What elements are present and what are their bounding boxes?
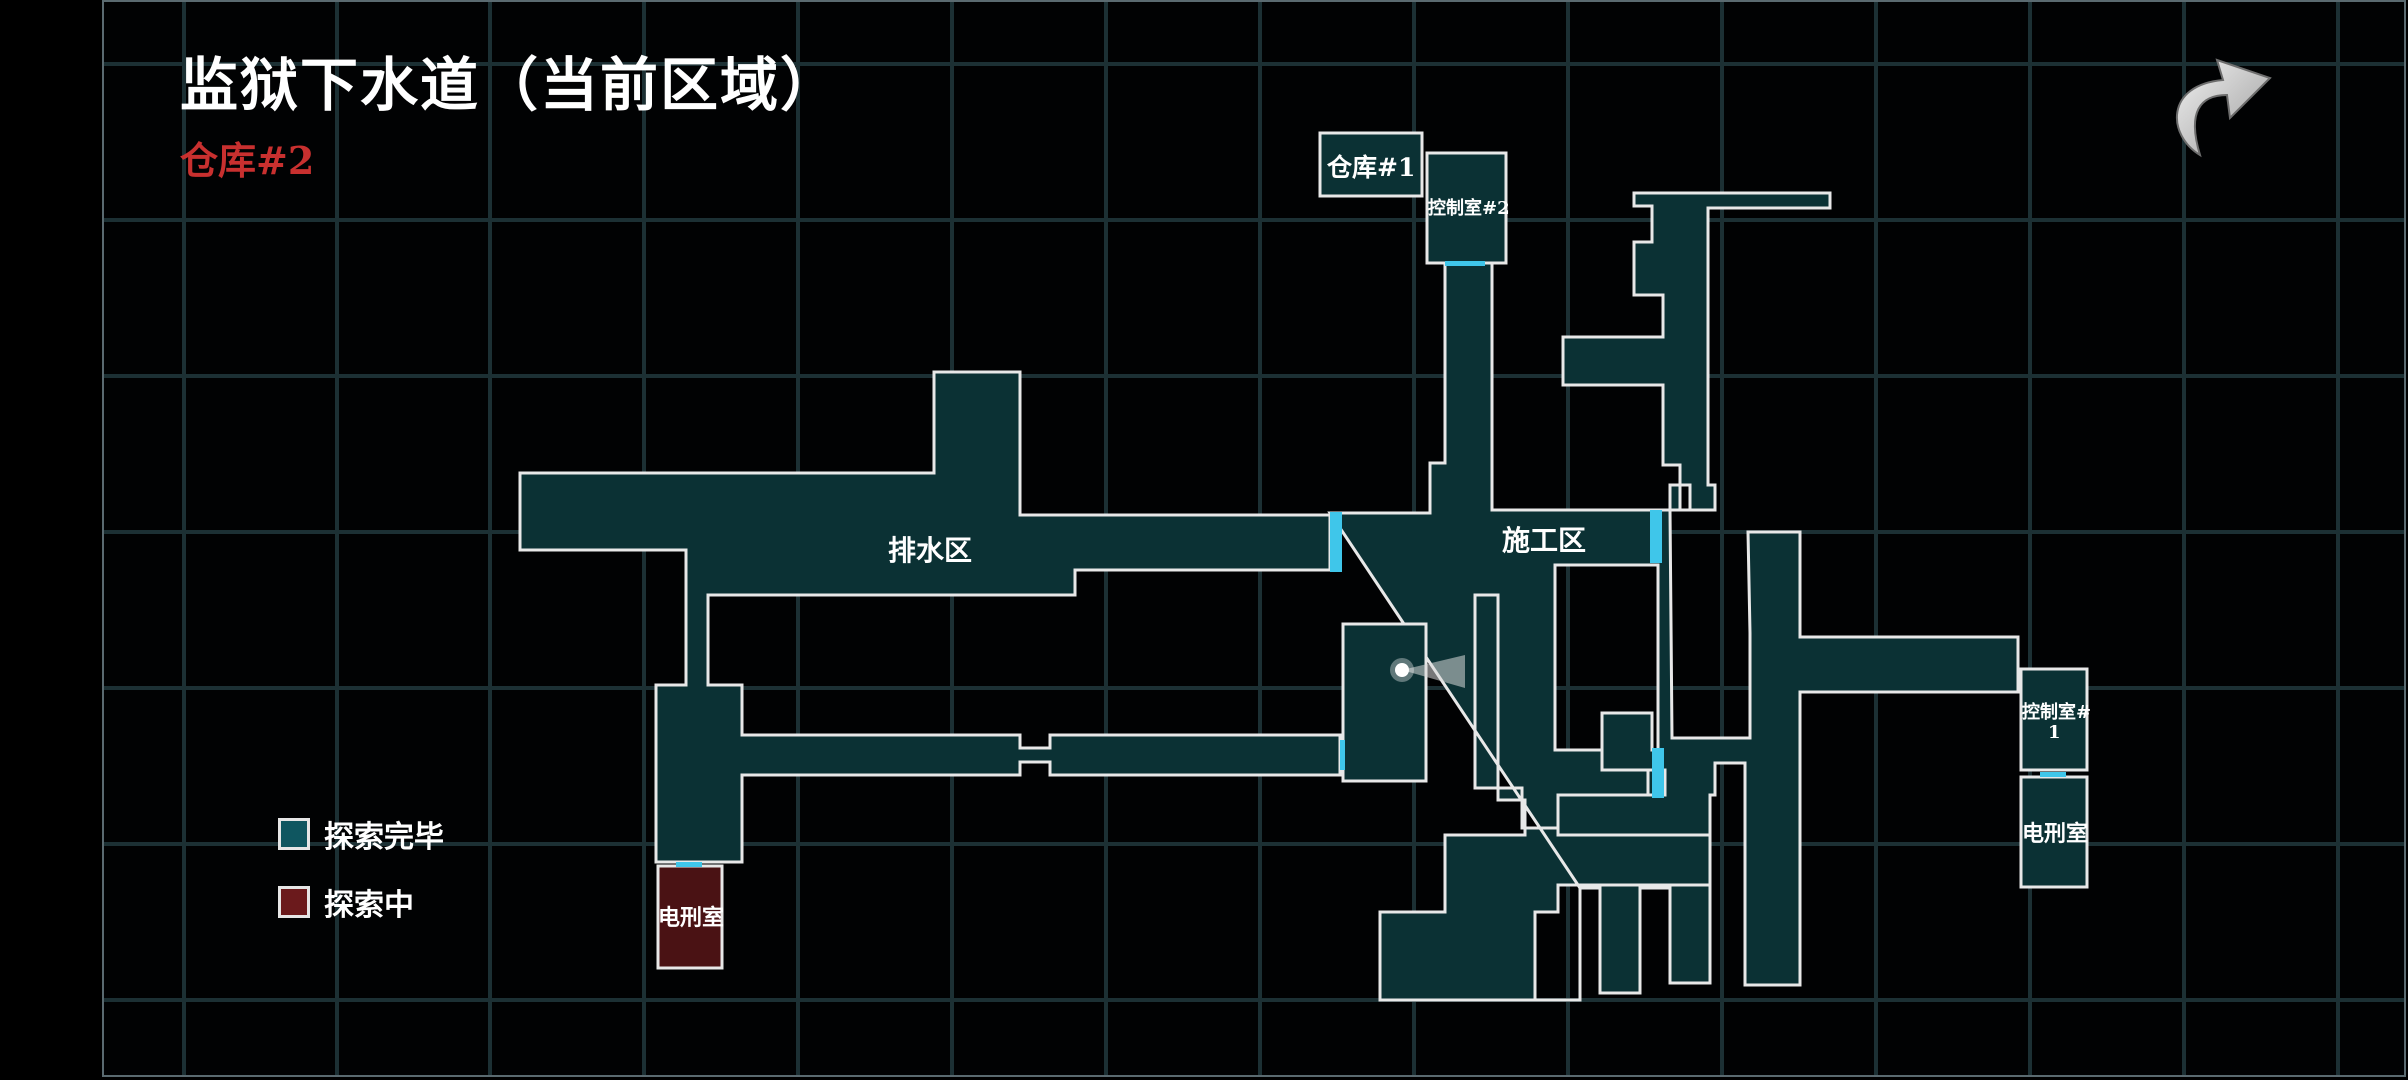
legend-explored-label: 探索完毕 xyxy=(324,820,444,855)
door-inner-cell xyxy=(1340,740,1345,770)
current-room-label: 仓库#2 xyxy=(180,138,315,183)
door-control2 xyxy=(1445,261,1485,266)
label-electric-left: 电刑室 xyxy=(658,905,724,931)
legend-exploring-swatch xyxy=(278,886,310,918)
door-electric-left xyxy=(676,862,702,867)
player-flashlight-icon xyxy=(1390,655,1465,688)
legend-exploring-label: 探索中 xyxy=(324,888,414,923)
label-control-2: 控制室#2 xyxy=(1428,197,1510,219)
legend-explored: 探索完毕 xyxy=(278,800,444,868)
legend-exploring: 探索中 xyxy=(278,868,444,936)
room-control-1[interactable] xyxy=(2019,667,2089,772)
back-button[interactable] xyxy=(2155,40,2275,170)
door-drainage-construction xyxy=(1330,512,1342,572)
room-construction-area[interactable] xyxy=(1327,191,2020,1002)
label-warehouse-1: 仓库#1 xyxy=(1326,153,1415,182)
door-construction-south xyxy=(1652,748,1664,798)
label-construction-area: 施工区 xyxy=(1502,524,1586,557)
label-drainage-area: 排水区 xyxy=(888,534,972,567)
label-control-1-a: 控制室# xyxy=(2022,701,2091,723)
room-warehouse-1[interactable] xyxy=(1318,131,1424,198)
room-inner-cell[interactable] xyxy=(1341,622,1428,783)
room-control-2[interactable] xyxy=(1425,151,1508,265)
label-electric-right: 电刑室 xyxy=(2022,821,2088,847)
legend-explored-swatch xyxy=(278,818,310,850)
door-construction-east xyxy=(1650,510,1662,563)
page-title: 监狱下水道（当前区域） xyxy=(180,51,841,119)
room-drainage-area[interactable] xyxy=(518,370,1342,864)
room-electric-right[interactable] xyxy=(2019,775,2089,889)
map-legend: 探索完毕 探索中 xyxy=(278,800,444,936)
label-control-1-b: 1 xyxy=(2048,722,2061,743)
door-control1 xyxy=(2040,772,2066,777)
curved-arrow-icon xyxy=(2175,58,2272,158)
